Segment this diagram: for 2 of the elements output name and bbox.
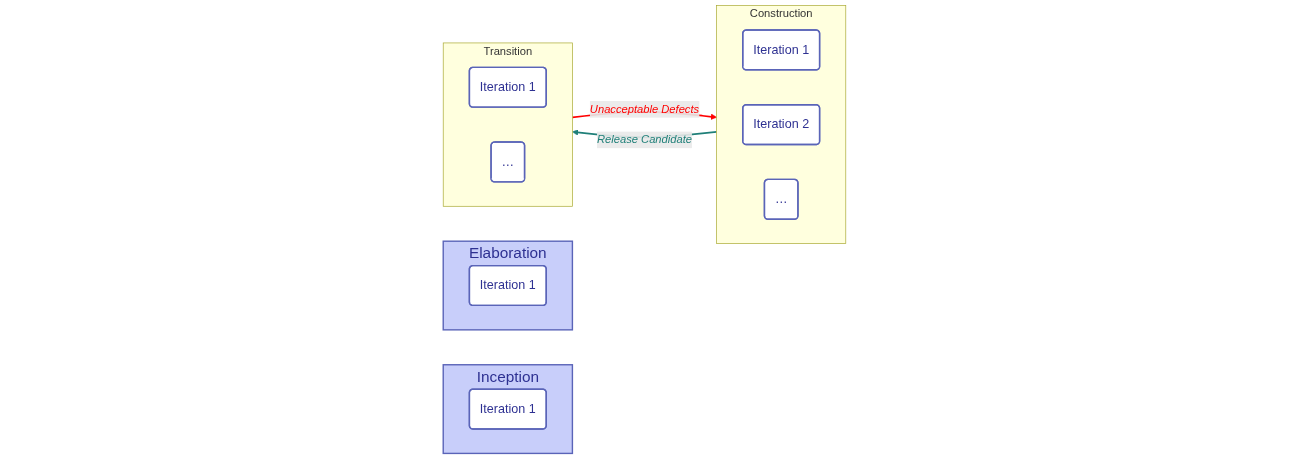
edge-label: Unacceptable Defects [589, 102, 700, 115]
edge-label: Release Candidate [597, 133, 692, 146]
